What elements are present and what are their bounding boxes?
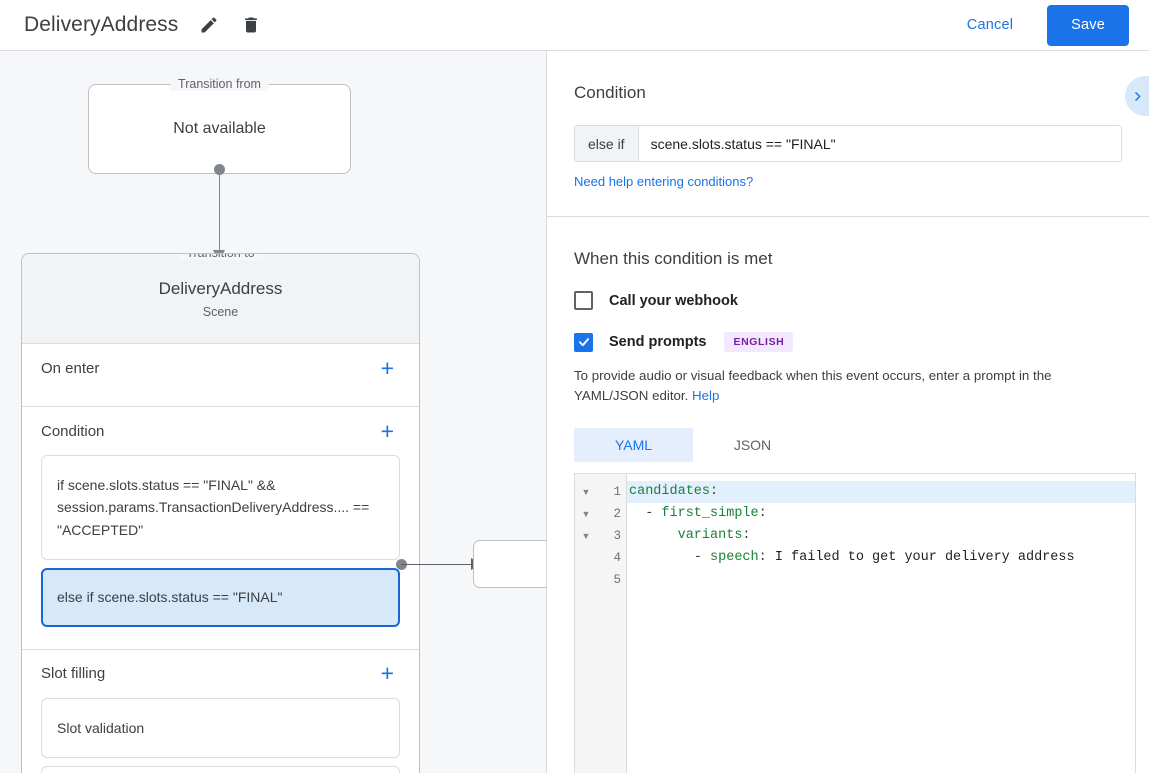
add-item-button[interactable]: +: [380, 354, 394, 381]
code-value-token: I failed to get your delivery address: [774, 550, 1075, 565]
scene-type-label: Scene: [202, 304, 239, 319]
condition-expression-input[interactable]: scene.slots.status == "FINAL": [638, 126, 1121, 161]
code-line[interactable]: variants:: [627, 525, 1135, 547]
scene-section: Condition + if scene.slots.status == "FINA…: [22, 407, 419, 650]
code-fold-toggle-icon[interactable]: ▼: [581, 487, 591, 497]
list-item[interactable]: Slot validation: [41, 697, 400, 758]
code-line-number: 4: [613, 551, 621, 565]
section-divider: [547, 216, 1149, 217]
code-key-token: speech: [710, 550, 759, 565]
page-title: DeliveryAddress: [24, 13, 179, 36]
transition-from-value: Not available: [173, 120, 266, 137]
transition-to-legend: Transition to: [178, 254, 263, 260]
list-item[interactable]: TransactionDeliveryAddress: [41, 765, 400, 773]
trash-icon: [245, 17, 258, 33]
section-header: Condition +: [41, 407, 400, 455]
code-line-number-gutter: 1 2 3 4 5: [597, 474, 627, 773]
section-header: On enter +: [41, 344, 400, 392]
add-item-button[interactable]: +: [380, 660, 394, 687]
condition-prefix-label: else if: [575, 126, 639, 161]
editor-format-tabs: YAML JSON: [574, 427, 1122, 462]
add-item-button[interactable]: +: [380, 417, 394, 444]
code-key-token: candidates: [629, 484, 711, 499]
pencil-icon: [201, 17, 217, 33]
code-line-number: 1: [613, 485, 621, 499]
scene-section: On enter +: [22, 344, 419, 407]
condition-detail-panel: Condition else if scene.slots.status == …: [546, 51, 1149, 773]
code-key-token: first_simple: [661, 506, 759, 521]
transition-from-card[interactable]: Transition from Not available: [88, 77, 351, 174]
scene-graph-panel: Transition from Not available Transition…: [0, 51, 546, 773]
tab-json[interactable]: JSON: [733, 436, 772, 453]
section-title: Slot filling: [41, 665, 106, 683]
delete-button[interactable]: [234, 8, 268, 42]
list-item[interactable]: if scene.slots.status == "FINAL" && sess…: [41, 455, 400, 561]
code-colon-token: :: [742, 528, 751, 543]
scene-section: Slot filling + Slot validationTransactionD…: [22, 650, 419, 773]
code-fold-gutter: ▼ ▼ ▼: [575, 474, 597, 773]
prompts-help-link[interactable]: Help: [692, 387, 720, 403]
code-line-number: 5: [613, 573, 621, 587]
code-fold-spacer: [575, 547, 597, 569]
tab-yaml[interactable]: YAML: [574, 427, 693, 462]
send-prompts-row[interactable]: Send prompts ENGLISH: [574, 332, 1122, 352]
code-fold-toggle-icon[interactable]: ▼: [581, 531, 591, 541]
code-line[interactable]: [627, 569, 1135, 591]
condition-item-selected[interactable]: else if scene.slots.status == "FINAL": [41, 568, 400, 627]
transition-from-legend: Transition from: [170, 77, 269, 91]
call-webhook-checkbox[interactable]: [574, 291, 593, 310]
prompts-description-text: To provide audio or visual feedback when…: [574, 368, 1052, 403]
checkmark-icon: [578, 338, 589, 347]
code-colon-token: :: [758, 550, 775, 565]
app-header: DeliveryAddress Cancel Save: [0, 0, 1149, 51]
scene-sections: On enter + Condition + if scene.slots.status…: [22, 344, 419, 773]
when-met-heading: When this condition is met: [574, 249, 773, 268]
connector-line-horizontal: [401, 563, 475, 565]
code-line-number: 3: [613, 529, 621, 543]
chevron-right-icon: [1134, 91, 1140, 101]
language-badge: ENGLISH: [724, 332, 794, 352]
connector-line-vertical: [219, 169, 221, 253]
send-prompts-checkbox[interactable]: [574, 332, 593, 352]
code-line[interactable]: candidates:: [627, 481, 1135, 503]
target-node-placeholder[interactable]: [473, 540, 546, 588]
condition-help-link[interactable]: Need help entering conditions?: [574, 174, 754, 189]
main-content: Transition from Not available Transition…: [0, 51, 1149, 773]
code-line-number: 2: [613, 507, 621, 521]
call-webhook-row[interactable]: Call your webhook: [574, 291, 1122, 310]
section-title: Condition: [41, 422, 105, 440]
transition-to-card: Transition to DeliveryAddress Scene On e…: [21, 253, 420, 773]
edit-name-button[interactable]: [192, 8, 226, 42]
code-fold-toggle-icon[interactable]: ▼: [581, 509, 591, 519]
code-indent: [629, 528, 678, 543]
section-title: On enter: [41, 359, 100, 377]
condition-block: Condition else if scene.slots.status == …: [547, 51, 1149, 216]
condition-heading: Condition: [574, 83, 646, 102]
code-line[interactable]: - first_simple:: [627, 503, 1135, 525]
call-webhook-label: Call your webhook: [609, 292, 738, 309]
yaml-code-editor[interactable]: ▼ ▼ ▼ 1 2 3 4 5 candidates: - first_simple: va…: [574, 473, 1136, 773]
prompts-description: To provide audio or visual feedback when…: [574, 366, 1122, 406]
code-indent: -: [629, 550, 711, 565]
code-fold-spacer: [575, 569, 597, 591]
send-prompts-label: Send prompts: [609, 334, 707, 350]
scene-name: DeliveryAddress: [158, 278, 283, 298]
cancel-button[interactable]: Cancel: [955, 8, 1025, 42]
when-condition-met-block: When this condition is met Call your web…: [547, 217, 1149, 462]
code-text-area[interactable]: candidates: - first_simple: variants: - …: [627, 474, 1135, 773]
code-indent: -: [629, 506, 662, 521]
code-line[interactable]: - speech: I failed to get your delivery …: [627, 547, 1135, 569]
condition-input-row[interactable]: else if scene.slots.status == "FINAL": [574, 125, 1122, 162]
code-colon-token: :: [758, 506, 767, 521]
code-key-token: variants: [677, 528, 743, 543]
scene-header[interactable]: DeliveryAddress Scene: [22, 254, 419, 344]
save-button[interactable]: Save: [1047, 4, 1129, 46]
section-header: Slot filling +: [41, 650, 400, 698]
code-colon-token: :: [710, 484, 719, 499]
